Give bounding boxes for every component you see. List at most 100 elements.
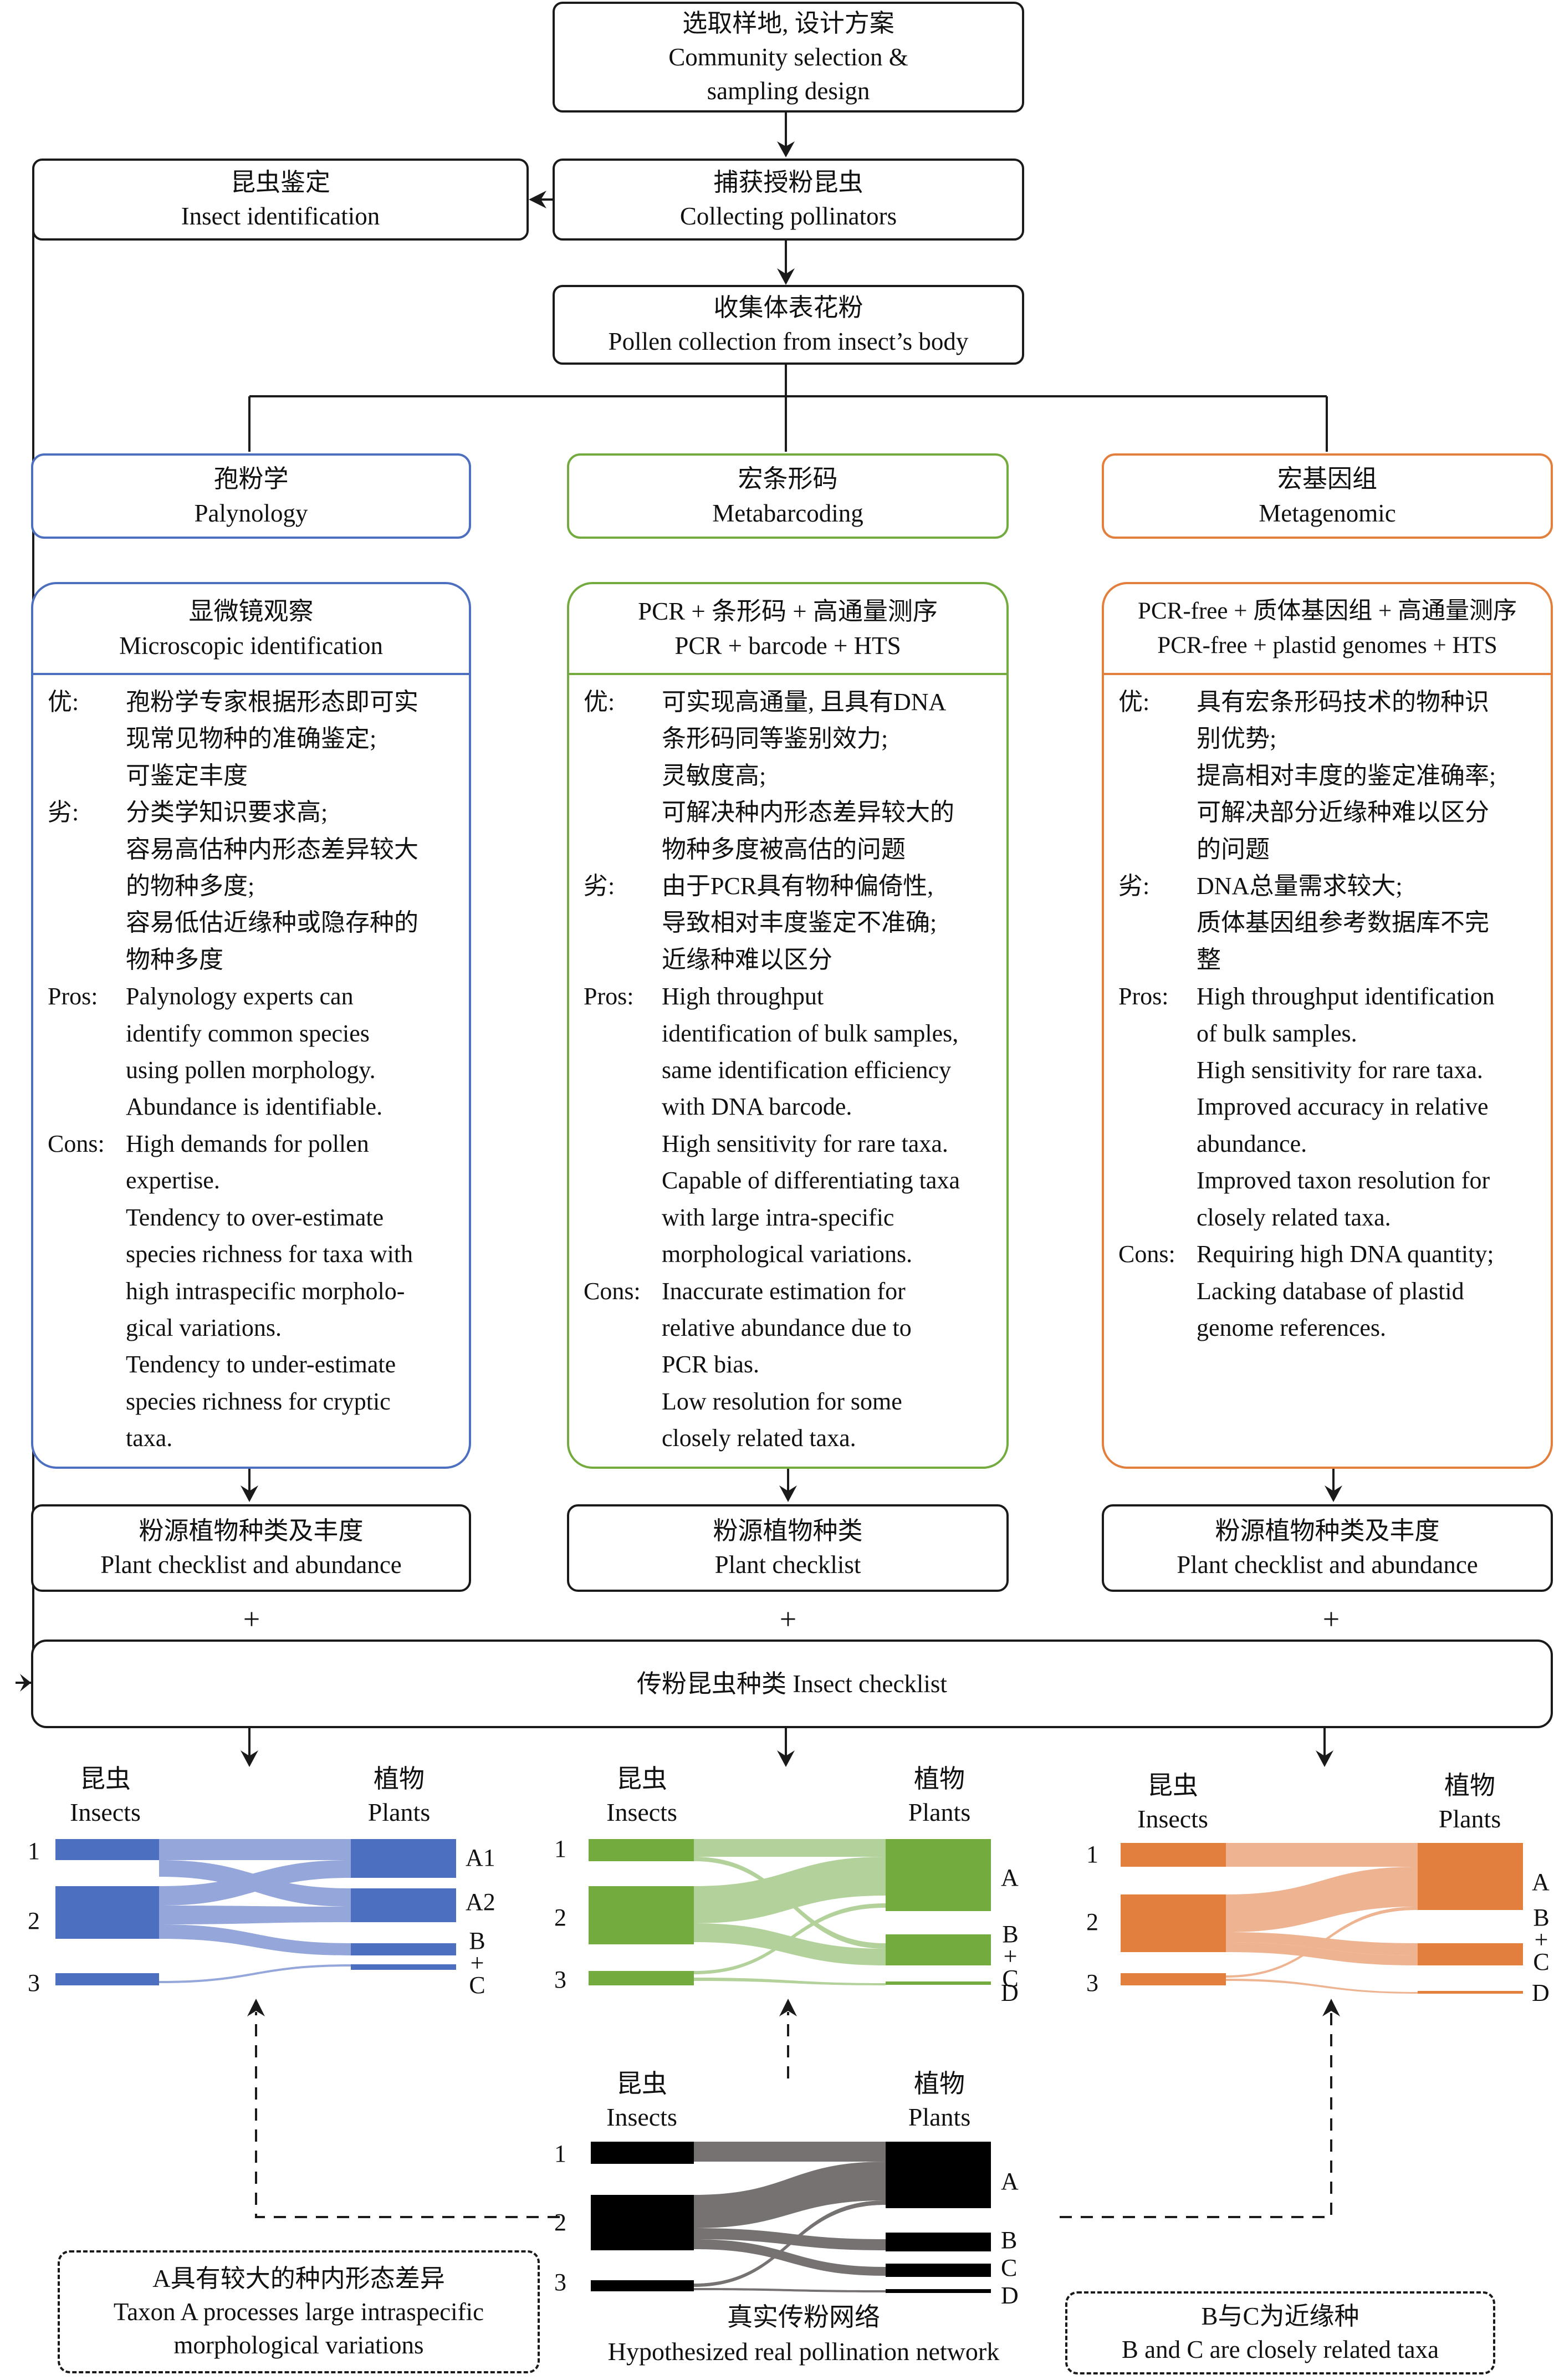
plant-plus: + (470, 1949, 484, 1976)
insect-checklist-label: 传粉昆虫种类 Insect checklist (637, 1669, 947, 1698)
net-1-insect-3: 3 (28, 1969, 40, 1996)
palynology-line-text: Tendency to under-estimate (126, 1351, 396, 1378)
palynology-line: Tendency to over-estimate (48, 1199, 462, 1236)
palynology-pros-cons: 优:孢粉学专家根据形态即可实现常见物种的准确鉴定;可鉴定丰度劣:分类学知识要求高… (48, 684, 462, 1457)
palynology-line: 物种多度 (48, 942, 462, 978)
palynology-line: 容易高估种内形态差异较大 (48, 831, 462, 868)
real-network-caption-zh: 真实传粉网络 (727, 2303, 880, 2331)
link-2-C (1226, 1942, 1418, 1965)
link-2-A1 (159, 1860, 351, 1906)
palynology-line: identify common species (48, 1015, 462, 1052)
link-2-B (694, 2228, 886, 2250)
palynology-line-text: 的物种多度; (126, 872, 255, 900)
metabarcoding-line-label: Pros: (584, 983, 634, 1010)
net-2-plant-BC: B + C (996, 1922, 1024, 1991)
plant-node-B (351, 1943, 456, 1955)
metagenomic-line-label: Pros: (1118, 983, 1169, 1010)
metabarcoding-line: 近缘种难以区分 (584, 942, 1000, 978)
net-3-plant-D: D (1532, 1979, 1550, 2006)
net-3-plant-A: A (1532, 1868, 1550, 1896)
note-closely-related: B与C为近缘种 B and C are closely related taxa (1065, 2291, 1495, 2374)
metabarcoding-line-label: Cons: (584, 1277, 641, 1305)
metabarcoding-line-text: 灵敏度高; (662, 762, 766, 789)
metabarcoding-line-text: 条形码同等鉴别效力; (662, 725, 888, 753)
plant-node-A2 (351, 1888, 456, 1922)
metabarcoding-line-text: with DNA barcode. (662, 1093, 852, 1121)
net-1-plant-BC: B + C (463, 1927, 491, 1998)
plants-zh: 植物 (914, 1765, 965, 1793)
metabarcoding-line: closely related taxa. (584, 1420, 1000, 1457)
collecting-pollinators-en: Collecting pollinators (679, 202, 897, 230)
insect-node-1 (591, 2142, 694, 2164)
metabarcoding-line: relative abundance due to (584, 1310, 1000, 1346)
metabarcoding-line: Cons:Inaccurate estimation for (584, 1273, 1000, 1310)
community-selection-en-2: sampling design (707, 76, 870, 105)
plant-B: B (469, 1927, 485, 1954)
link-3-D (694, 1978, 886, 1985)
plus-sign-1: + (243, 1602, 260, 1636)
community-selection-box: 选取样地, 设计方案 Community selection & samplin… (553, 2, 1024, 113)
plants-en: Plants (908, 2103, 971, 2131)
real-network-caption: 真实传粉网络 Hypothesized real pollination net… (560, 2300, 1047, 2369)
palynology-line: species richness for taxa with (48, 1236, 462, 1273)
insect-node-1 (55, 1839, 159, 1860)
palynology-output-zh: 粉源植物种类及丰度 (139, 1517, 364, 1545)
metagenomic-output-box: 粉源植物种类及丰度 Plant checklist and abundance (1102, 1504, 1553, 1592)
net-2-insects-label: 昆虫 Insects (581, 1763, 703, 1829)
dashed-arrow-right (1060, 2012, 1332, 2218)
plants-en: Plants (1438, 1805, 1501, 1833)
metagenomic-title-line-1: PCR-free + 质体基因组 + 高通量测序 (1138, 598, 1517, 624)
insect-node-3 (589, 1971, 694, 1985)
metabarcoding-line-text: with large intra-specific (662, 1203, 894, 1231)
net-1-insects-label: 昆虫 Insects (44, 1763, 166, 1829)
note-intraspecific-variation: A具有较大的种内形态差异 Taxon A processes large int… (58, 2250, 540, 2373)
palynology-line-text: species richness for taxa with (126, 1240, 413, 1268)
metabarcoding-line-label: 劣: (584, 872, 615, 900)
metagenomic-line-text: High throughput identification (1197, 983, 1495, 1010)
palynology-line: Abundance is identifiable. (48, 1089, 462, 1125)
metabarcoding-line: Low resolution for some (584, 1383, 1000, 1420)
metagenomic-line-label: 劣: (1118, 872, 1150, 900)
plus-sign-3: + (1322, 1602, 1340, 1636)
metagenomic-line: genome references. (1118, 1310, 1544, 1346)
link-3-BC (159, 1964, 351, 1983)
community-selection-en-1: Community selection & (668, 43, 908, 71)
palynology-line-text: gical variations. (126, 1314, 282, 1341)
plants-zh: 植物 (914, 2070, 965, 2098)
link-2-BC (159, 1924, 351, 1955)
plant-node-A (886, 1839, 991, 1911)
metagenomic-line: Lacking database of plastid (1118, 1273, 1544, 1310)
metagenomic-output-en: Plant checklist and abundance (1177, 1551, 1478, 1579)
metabarcoding-line: 劣:由于PCR具有物种偏倚性, (584, 868, 1000, 905)
plant-node-A (886, 2142, 991, 2208)
plant-plus: + (1534, 1926, 1548, 1953)
metabarcoding-line: same identification efficiency (584, 1052, 1000, 1089)
metabarcoding-output-en: Plant checklist (714, 1551, 861, 1579)
insect-node-1 (1121, 1843, 1226, 1867)
plants-zh: 植物 (374, 1765, 425, 1793)
palynology-line-label: 优: (48, 688, 79, 716)
plants-en: Plants (908, 1798, 971, 1826)
note-right-zh: B与C为近缘种 (1201, 2302, 1359, 2330)
insect-node-3 (591, 2280, 694, 2291)
net-real-insect-3: 3 (554, 2269, 566, 2296)
palynology-line: 容易低估近缘种或隐存种的 (48, 905, 462, 941)
palynology-line-text: 孢粉学专家根据形态即可实 (126, 688, 418, 716)
metagenomic-line: 劣:DNA总量需求较大; (1118, 868, 1544, 905)
plant-node-D (886, 2289, 991, 2293)
palynology-line: high intraspecific morpholo- (48, 1273, 462, 1310)
metagenomic-line-text: 提高相对丰度的鉴定准确率; (1197, 762, 1496, 789)
link-1-A (694, 1839, 886, 1857)
insects-zh: 昆虫 (616, 1765, 667, 1793)
insect-identification-zh: 昆虫鉴定 (230, 168, 330, 196)
palynology-line: 现常见物种的准确鉴定; (48, 721, 462, 757)
palynology-divider (33, 673, 469, 675)
note-left-en-2: morphological variations (173, 2331, 424, 2359)
pollen-collection-zh: 收集体表花粉 (713, 294, 863, 321)
insects-zh: 昆虫 (1147, 1771, 1198, 1800)
palynology-title-line-2: Microscopic identification (119, 632, 384, 660)
metagenomic-line-text: Improved taxon resolution for (1197, 1167, 1490, 1194)
metagenomic-line: 优:具有宏条形码技术的物种识 (1118, 684, 1544, 721)
net-real-insects-label: 昆虫 Insects (581, 2067, 703, 2134)
